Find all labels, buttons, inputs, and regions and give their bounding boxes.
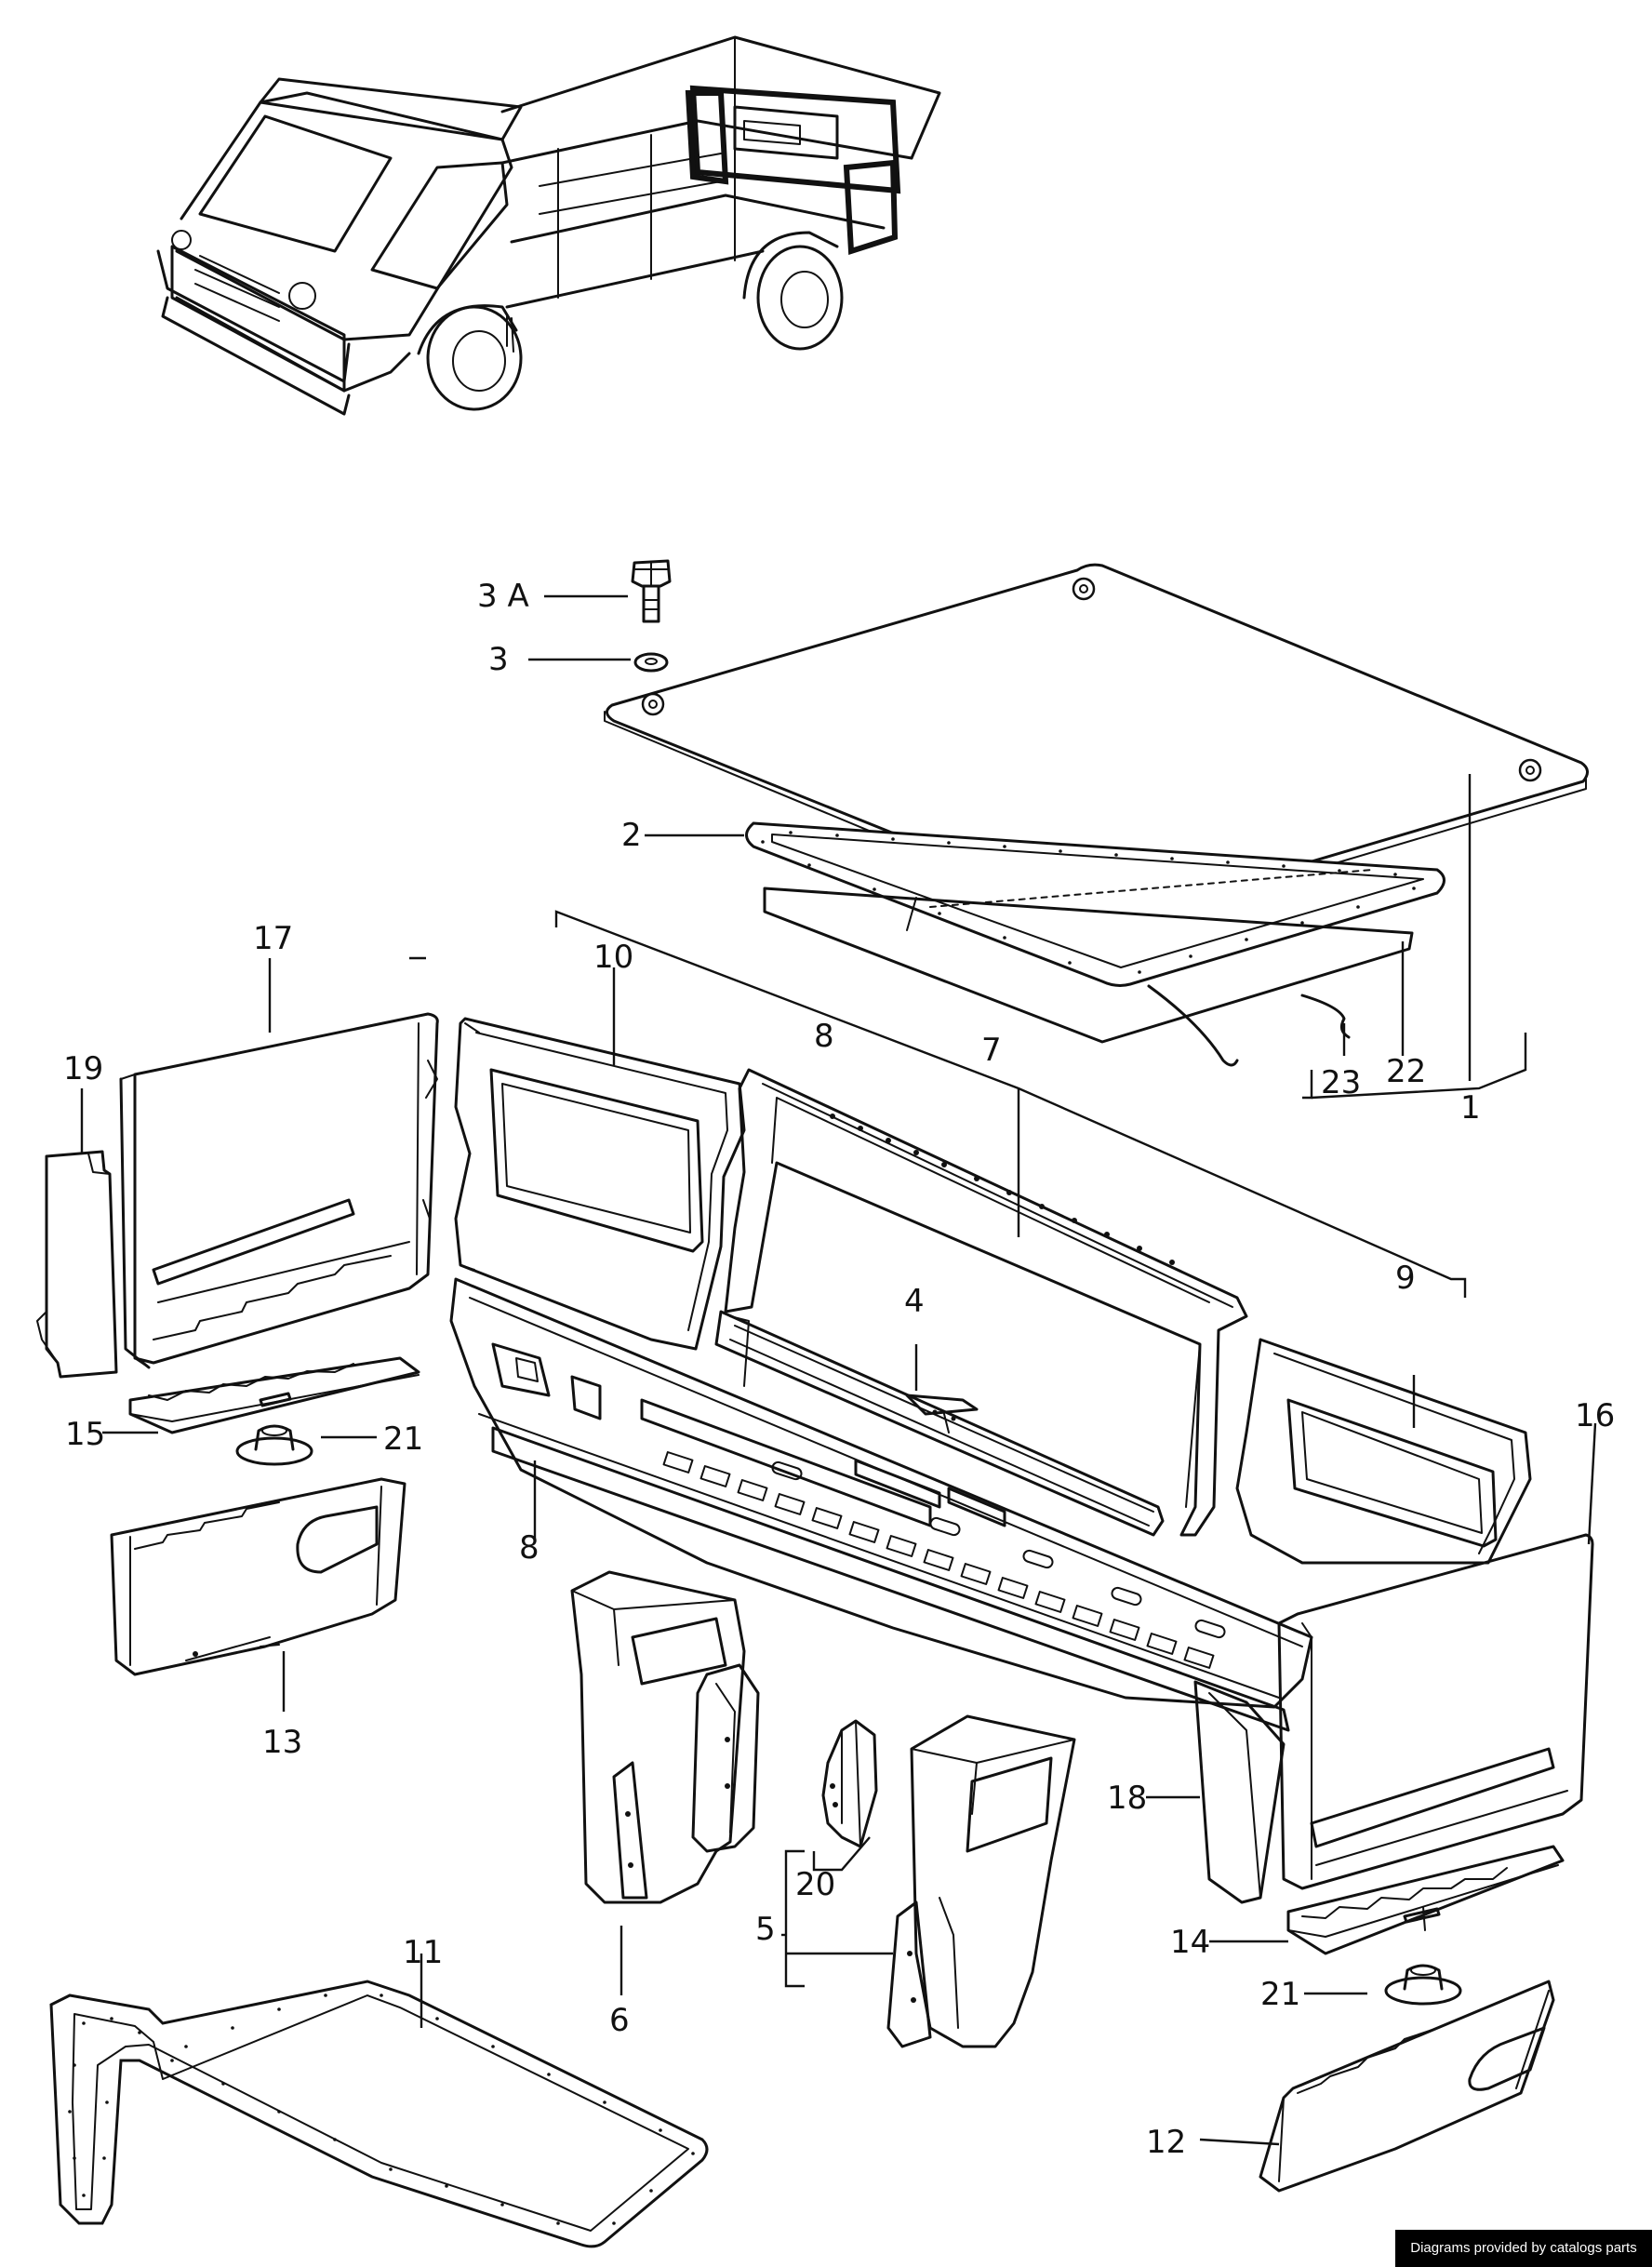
part-3a-bolt	[631, 559, 672, 623]
label-3a: 3 A	[477, 578, 529, 615]
label-9: 9	[1395, 1260, 1416, 1297]
pickup-truck-overview	[156, 35, 941, 416]
label-14: 14	[1170, 1924, 1210, 1961]
part-18-corner-post	[1193, 1680, 1286, 1904]
part-7-center-frame	[724, 1068, 1248, 1537]
label-16: 16	[1575, 1397, 1615, 1434]
label-2: 2	[621, 817, 642, 854]
part-4-cross-member	[714, 1310, 1165, 1537]
part-6-support-leg	[570, 1570, 760, 1904]
label-11: 11	[403, 1934, 443, 1971]
label-3: 3	[488, 641, 509, 678]
part-21-grommet-left	[235, 1424, 313, 1466]
label-15: 15	[65, 1416, 105, 1453]
label-7: 7	[981, 1032, 1002, 1069]
label-12: 12	[1146, 2124, 1186, 2161]
part-20-bracket	[821, 1719, 878, 1848]
label-4: 4	[904, 1283, 925, 1320]
part-9-right-headboard	[1235, 1338, 1532, 1565]
part-16-side-panel	[1277, 1533, 1594, 1890]
label-8-bottom: 8	[519, 1529, 540, 1567]
part-2-gasket	[745, 821, 1446, 987]
callout-labels: 3 A 3 2 17 10 8 7 22 23 1 19 9 4 16 15 2…	[63, 578, 1615, 2161]
label-20: 20	[795, 1866, 835, 1903]
part-15-bracket	[128, 1356, 420, 1434]
label-8-top: 8	[814, 1018, 834, 1055]
label-22: 22	[1386, 1053, 1426, 1090]
label-13: 13	[262, 1724, 302, 1761]
part-21-grommet-right	[1384, 1964, 1462, 2006]
label-17: 17	[253, 920, 293, 957]
part-22-board	[763, 887, 1414, 1044]
label-21-right: 21	[1260, 1976, 1300, 2013]
part-10-left-headboard	[454, 1017, 746, 1351]
part-12-lower-panel	[1259, 1980, 1555, 2193]
label-6: 6	[609, 2002, 630, 2039]
label-23: 23	[1321, 1064, 1361, 1101]
part-11-seal	[49, 1980, 709, 2248]
part-13-lower-panel	[110, 1477, 406, 1676]
part-14-bracket	[1286, 1845, 1565, 1955]
leader-lines	[80, 594, 1597, 2146]
part-17-side-panel	[119, 1012, 439, 1369]
part-19-corner-post	[36, 1150, 118, 1379]
label-5: 5	[755, 1911, 776, 1948]
part-8-front-wall	[449, 1277, 1313, 1732]
part-3-washer	[633, 652, 669, 673]
diagram-credit: Diagrams provided by catalogs parts	[1395, 2230, 1652, 2267]
part-5-support-leg	[886, 1714, 1076, 2048]
label-10: 10	[593, 939, 633, 976]
label-18: 18	[1107, 1780, 1147, 1817]
label-21-left: 21	[383, 1420, 423, 1458]
label-19: 19	[63, 1050, 103, 1087]
label-1: 1	[1460, 1089, 1481, 1127]
